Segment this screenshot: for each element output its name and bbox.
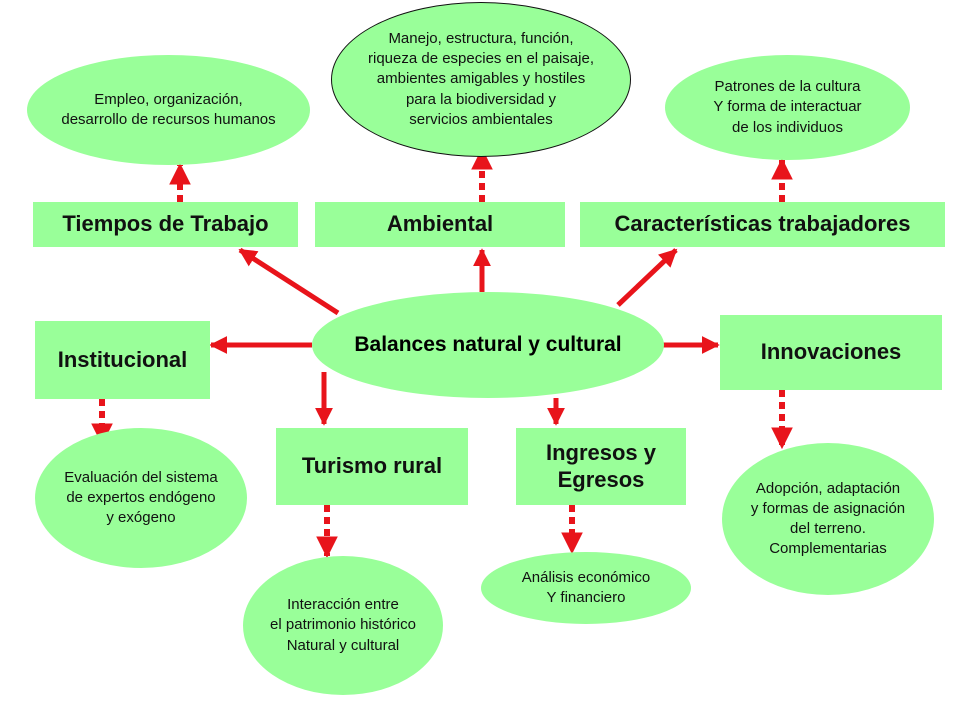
oval-manejo-line-4: para la biodiversidad y: [405, 90, 557, 108]
oval-evaluacion-line-1: Evaluación del sistema: [64, 468, 218, 486]
oval-adopcion-line-3: del terreno.: [790, 520, 866, 537]
oval-evaluacion-line-3: y exógeno: [106, 509, 176, 527]
oval-empleo-line-2: desarrollo de recursos humanos: [61, 111, 276, 128]
oval-interaccion-line-1: Interacción entre: [287, 596, 399, 614]
box-turismo-rural: Turismo rural: [276, 428, 468, 505]
central-ellipse-balances: Balances natural y cultural: [312, 292, 664, 398]
oval-manejo-line-3: ambientes amigables y hostiles: [376, 70, 586, 88]
box-tiempos-de-trabajo: Tiempos de Trabajo: [33, 202, 298, 247]
oval-interaccion: Interacción entre el patrimonio históric…: [243, 556, 443, 695]
box-ingresos-egresos: Ingresos y Egresos: [516, 428, 686, 505]
box-ambiental-label: Ambiental: [386, 211, 494, 237]
oval-adopcion: Adopción, adaptación y formas de asignac…: [722, 443, 934, 595]
arrow-to-caracteristicas: [616, 248, 678, 307]
central-label: Balances natural y cultural: [354, 333, 622, 356]
box-caracteristicas-label: Características trabajadores: [614, 211, 911, 237]
oval-evaluacion-line-2: de expertos endógeno: [66, 488, 216, 506]
box-turismo-label: Turismo rural: [301, 453, 443, 479]
oval-empleo-line-1: Empleo, organización,: [94, 90, 243, 108]
oval-evaluacion: Evaluación del sistema de expertos endóg…: [35, 428, 247, 568]
box-institucional: Institucional: [35, 321, 210, 399]
box-ingresos-line-1: Ingresos y: [545, 440, 657, 466]
oval-patrones-line-1: Patrones de la cultura: [714, 78, 861, 96]
oval-manejo: Manejo, estructura, función, riqueza de …: [331, 2, 631, 157]
box-ambiental: Ambiental: [315, 202, 565, 247]
oval-patrones: Patrones de la cultura Y forma de intera…: [665, 55, 910, 160]
oval-adopcion-line-4: Complementarias: [769, 540, 887, 558]
box-innovaciones: Innovaciones: [720, 315, 942, 390]
box-ingresos-line-2: Egresos: [557, 466, 645, 492]
oval-adopcion-line-1: Adopción, adaptación: [755, 479, 901, 497]
oval-manejo-line-1: Manejo, estructura, función,: [388, 29, 574, 47]
box-innovaciones-label: Innovaciones: [760, 339, 902, 365]
oval-patrones-line-3: de los individuos: [732, 118, 843, 136]
oval-empleo: Empleo, organización, desarrollo de recu…: [27, 55, 310, 165]
arrow-to-tiempos: [238, 247, 340, 316]
box-caracteristicas-trabajadores: Características trabajadores: [580, 202, 945, 247]
oval-analisis: Análisis económico Y financiero: [481, 552, 691, 624]
box-tiempos-label: Tiempos de Trabajo: [62, 211, 269, 237]
oval-manejo-line-2: riqueza de especies en el paisaje,: [368, 50, 594, 68]
oval-adopcion-line-2: y formas de asignación: [750, 499, 906, 517]
oval-interaccion-line-3: Natural y cultural: [286, 636, 400, 654]
oval-manejo-line-5: servicios ambientales: [409, 110, 553, 128]
oval-analisis-line-2: Y financiero: [546, 589, 626, 606]
oval-patrones-line-2: Y forma de interactuar: [713, 98, 862, 116]
box-institucional-label: Institucional: [57, 346, 188, 372]
oval-interaccion-line-2: el patrimonio histórico: [270, 616, 416, 634]
oval-analisis-line-1: Análisis económico: [521, 568, 651, 586]
